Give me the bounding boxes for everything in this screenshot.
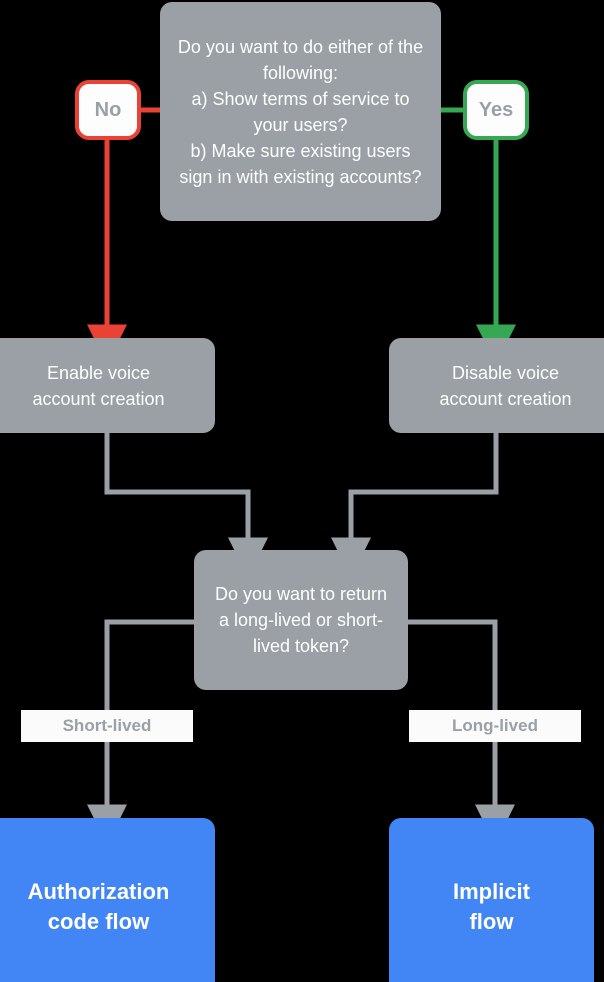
edge-label-no-text: No: [94, 98, 122, 121]
node-question-terms-of-service: Do you want to do either of the followin…: [160, 2, 441, 221]
edge-enable-voice-to-token-question: [104, 433, 268, 578]
node-question-terms-of-service-label: Do you want to do either of the followin…: [177, 36, 424, 187]
edge-label-no[interactable]: No: [75, 80, 141, 140]
node-implicit-flow: Implicit flow: [389, 818, 594, 982]
edge-label-long-lived[interactable]: Long-lived: [409, 710, 581, 742]
edge-label-yes-text: Yes: [478, 98, 514, 121]
edge-label-long-lived-text: Long-lived: [452, 716, 538, 735]
node-enable-voice-account-creation: Enable voice account creation: [0, 338, 215, 433]
edge-token-question-to-implicit-flow: [408, 619, 515, 845]
node-question-token-lifetime: Do you want to return a long-lived or sh…: [194, 550, 408, 690]
node-enable-voice-account-creation-label: Enable voice account creation: [32, 362, 165, 409]
node-implicit-flow-label: Implicit flow: [452, 879, 530, 934]
edge-label-short-lived[interactable]: Short-lived: [21, 710, 193, 742]
node-authorization-code-flow-label: Authorization code flow: [27, 879, 170, 934]
node-question-token-lifetime-label: Do you want to return a long-lived or sh…: [214, 584, 388, 656]
node-authorization-code-flow: Authorization code flow: [0, 818, 215, 982]
node-disable-voice-account-creation: Disable voice account creation: [389, 338, 604, 433]
edge-disable-voice-to-token-question: [331, 433, 499, 578]
edge-label-short-lived-text: Short-lived: [62, 716, 152, 735]
edge-token-question-to-authorization-code-flow: [87, 619, 194, 845]
edge-label-yes[interactable]: Yes: [463, 80, 529, 140]
node-disable-voice-account-creation-label: Disable voice account creation: [439, 362, 572, 409]
